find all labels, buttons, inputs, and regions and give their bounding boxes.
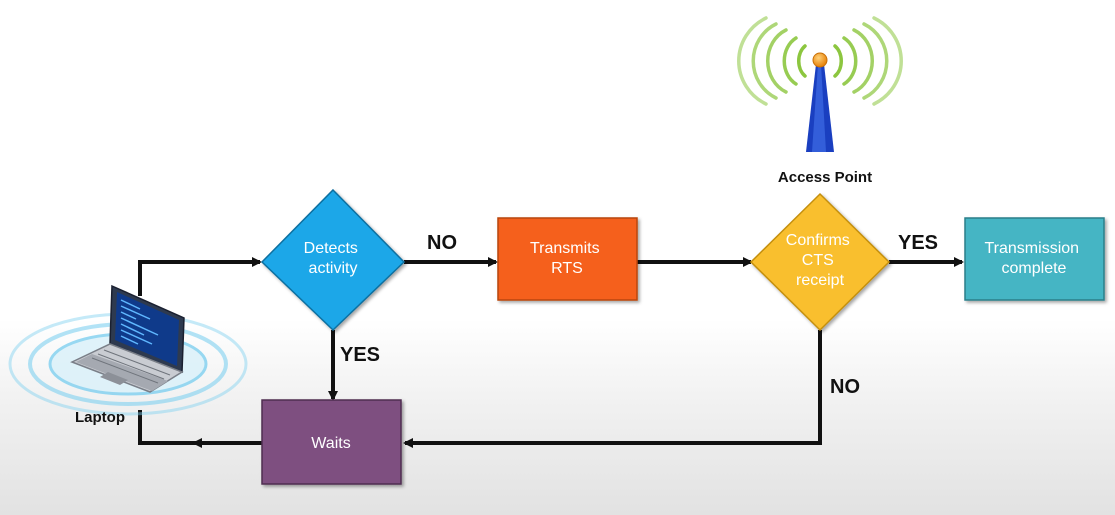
edge-waits-to-laptop [138,410,262,445]
laptop-label: Laptop [75,409,125,426]
label-detects-yes: YES [340,344,380,366]
complete-line-2: complete [1002,260,1067,277]
node-waits: Waits [261,399,402,485]
node-transmits-rts: Transmits RTS [497,217,638,301]
detects-line-2: activity [309,260,358,277]
edge-confirms-to-waits [403,330,822,448]
confirms-line-1: Confirms [786,232,850,249]
laptop-icon [8,284,248,416]
confirms-line-3: receipt [796,272,845,289]
transmits-line-2: RTS [551,260,583,277]
detects-line-1: Detects [304,240,358,257]
svg-text:Detects activity: Detects activity [304,240,363,277]
complete-line-1: Transmission [985,240,1080,257]
transmits-line-1: Transmits [530,240,600,257]
access-point-label: Access Point [778,169,872,186]
node-transmission-complete: Transmission complete [964,217,1105,301]
connectors [138,257,964,448]
edge-laptop-to-detects [138,257,262,296]
svg-text:Transmits RTS: Transmits RTS [530,240,604,277]
label-confirms-yes: YES [898,232,938,254]
node-confirms-cts: Confirms CTS receipt [749,192,891,332]
node-detects-activity: Detects activity [260,188,406,332]
label-detects-no: NO [427,232,457,254]
svg-text:Transmission complete: Transmission complete [985,240,1084,277]
confirms-line-2: CTS [802,252,834,269]
waits-label: Waits [311,435,350,452]
svg-text:Confirms CTS recei: Confirms CTS receipt [786,232,854,289]
antenna-icon [737,16,903,152]
label-confirms-no: NO [830,376,860,398]
